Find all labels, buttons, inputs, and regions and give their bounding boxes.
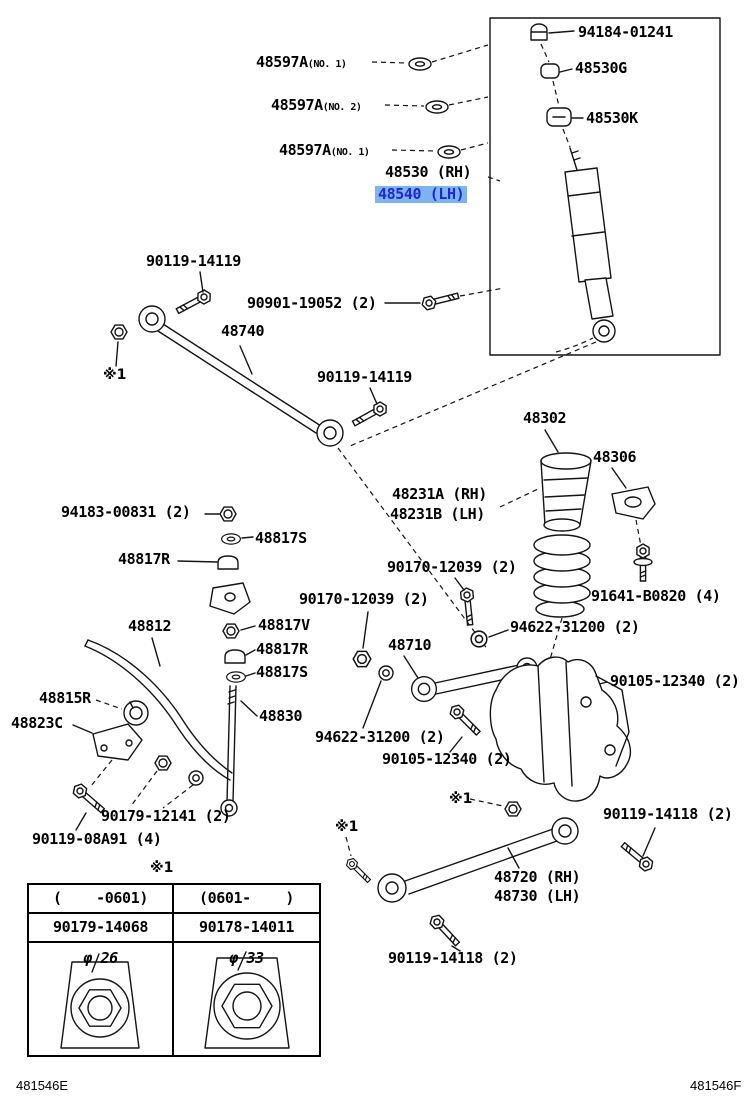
variant-col2-part[interactable]: 90178-14011 [199, 918, 294, 936]
label-90105-12340-b[interactable]: 90105-12340 (2) [382, 750, 512, 768]
label-48823c[interactable]: 48823C [11, 714, 63, 732]
label-48830[interactable]: 48830 [259, 707, 303, 725]
label-94183-00831[interactable]: 94183-00831 (2) [61, 503, 191, 521]
label-48720-rh[interactable]: 48720 (RH) [494, 868, 581, 886]
variant-col1-header: ( -0601) [29, 885, 174, 912]
label-48597a-no1-b[interactable]: 48597A(NO. 1) [279, 141, 370, 159]
shock-absorber-drawing [530, 23, 616, 353]
label-48812[interactable]: 48812 [128, 617, 172, 635]
lower-arm-drawing [344, 817, 656, 952]
variant-col2-header: (0601- ) [199, 889, 294, 907]
label-48530-rh[interactable]: 48530 (RH) [385, 163, 472, 181]
shock-detail-box [489, 17, 721, 356]
diagram-code-left: 481546E [16, 1078, 69, 1093]
coil-spring-drawing [533, 429, 592, 618]
label-90179-12141[interactable]: 90179-12141 (2) [101, 807, 231, 825]
spring-bumper-drawing [611, 467, 656, 582]
label-48817r-b[interactable]: 48817R [256, 640, 308, 658]
label-90119-14119-a[interactable]: 90119-14119 [146, 252, 241, 270]
variant-nut-drawings [60, 951, 290, 1049]
label-94184-01241[interactable]: 94184-01241 [578, 23, 673, 41]
stabilizer-link-drawing [220, 685, 258, 817]
label-48817s-a[interactable]: 48817S [255, 529, 307, 547]
lateral-rod-drawing [110, 271, 505, 447]
label-90119-14118-a[interactable]: 90119-14118 (2) [603, 805, 733, 823]
diagram-code-right: 481546F [690, 1078, 742, 1093]
label-48540-lh-selected[interactable]: 48540 (LH) [375, 186, 468, 203]
label-48740[interactable]: 48740 [221, 322, 265, 340]
label-90901-19052[interactable]: 90901-19052 (2) [247, 294, 377, 312]
variant-col2-diameter: φ 33 [229, 949, 264, 967]
label-48817s-b[interactable]: 48817S [256, 663, 308, 681]
label-90119-14119-b[interactable]: 90119-14119 [317, 368, 412, 386]
label-90119-14118-b[interactable]: 90119-14118 (2) [388, 949, 518, 967]
label-48815r[interactable]: 48815R [39, 689, 91, 707]
label-94622-31200-a[interactable]: 94622-31200 (2) [510, 618, 640, 636]
label-90119-08a91[interactable]: 90119-08A91 (4) [32, 830, 162, 848]
label-48231a-rh[interactable]: 48231A (RH) [392, 485, 487, 503]
washers-48597a [371, 44, 489, 159]
label-48597a-no1-a[interactable]: 48597A(NO. 1) [256, 53, 347, 71]
label-91641-b0820[interactable]: 91641-B0820 (4) [591, 587, 721, 605]
label-48710[interactable]: 48710 [388, 636, 432, 654]
ref-mark-rod-nut: ※1 [103, 367, 127, 383]
variant-col1-part[interactable]: 90179-14068 [29, 914, 174, 941]
label-48231b-lh[interactable]: 48231B (LH) [390, 505, 485, 523]
label-48530k[interactable]: 48530K [586, 109, 638, 127]
ref-mark-table: ※1 [150, 860, 174, 876]
label-90170-12039-b[interactable]: 90170-12039 (2) [299, 590, 429, 608]
stabilizer-mount-drawing [70, 699, 204, 831]
label-48302[interactable]: 48302 [523, 409, 567, 427]
stabilizer-link-stack-drawing [177, 506, 256, 683]
ref-mark-arm-bolt: ※1 [335, 819, 359, 835]
label-48817v[interactable]: 48817V [258, 616, 310, 634]
label-90170-12039-a[interactable]: 90170-12039 (2) [387, 558, 517, 576]
label-94622-31200-b[interactable]: 94622-31200 (2) [315, 728, 445, 746]
axle-bracket-drawing [469, 656, 632, 817]
stabilizer-bar-drawing [84, 637, 233, 781]
label-48730-lh[interactable]: 48730 (LH) [494, 887, 581, 905]
label-48306[interactable]: 48306 [593, 448, 637, 466]
variant-col1-diameter: φ 26 [29, 943, 174, 1055]
label-90105-12340-a[interactable]: 90105-12340 (2) [610, 672, 740, 690]
label-48817r-a[interactable]: 48817R [118, 550, 170, 568]
label-48530g[interactable]: 48530G [575, 59, 627, 77]
variant-table: ( -0601) (0601- ) 90179-14068 90178-1401… [27, 883, 321, 1057]
ref-mark-axle-nut: ※1 [449, 791, 473, 807]
label-48597a-no2[interactable]: 48597A(NO. 2) [271, 96, 362, 114]
